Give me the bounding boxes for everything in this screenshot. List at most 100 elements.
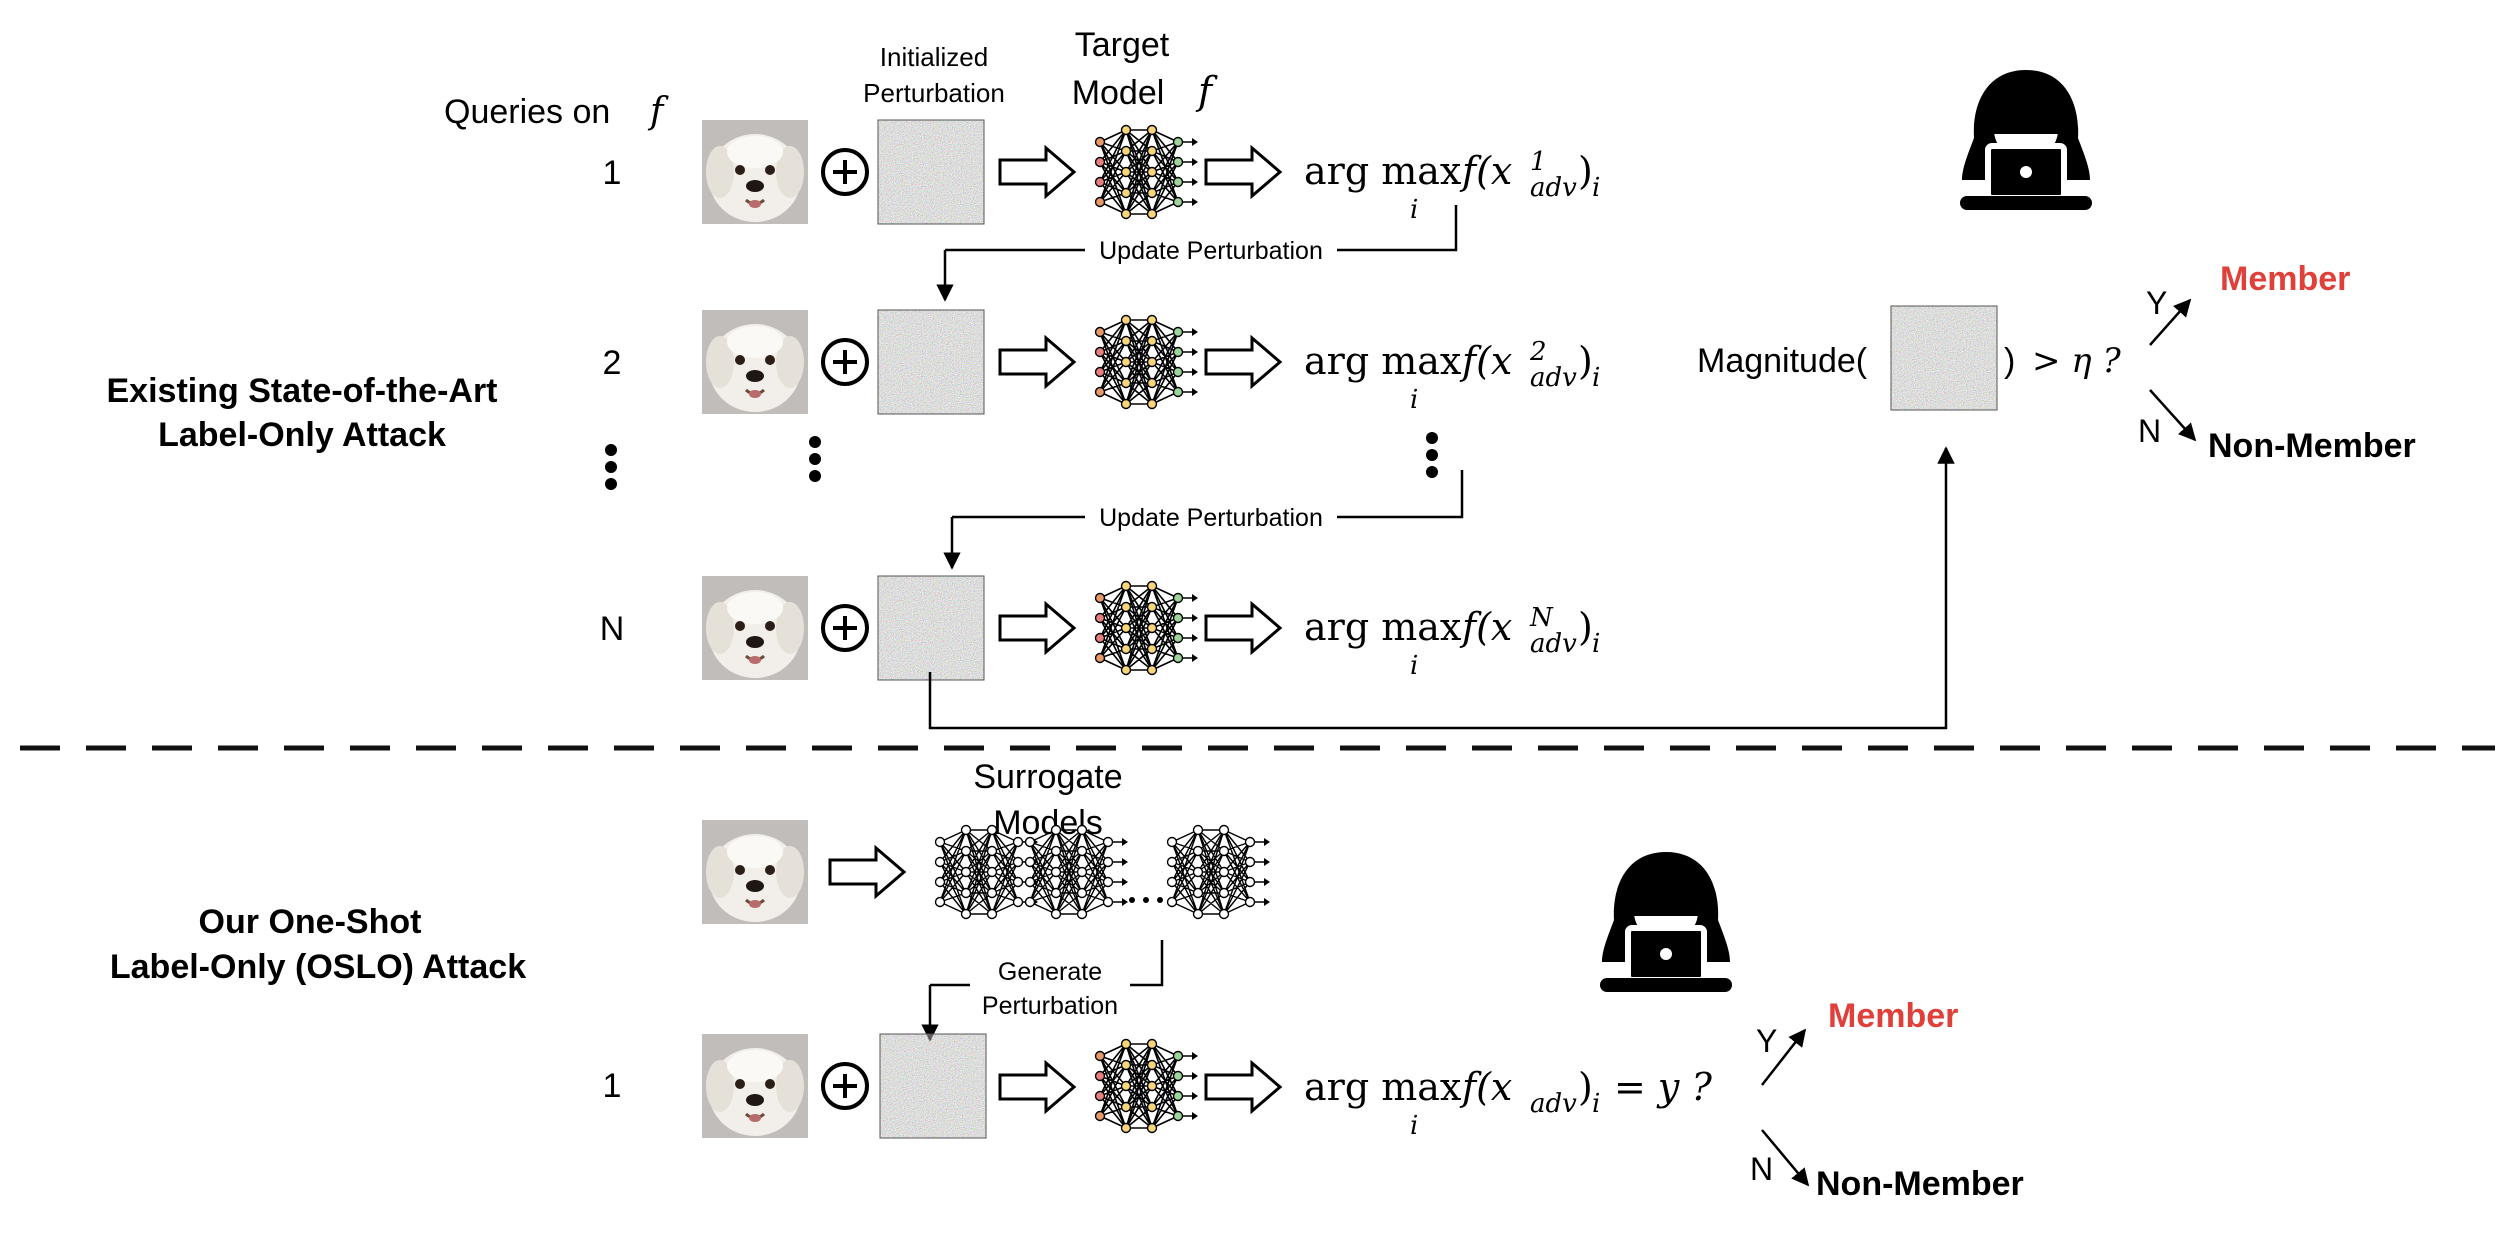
row-index: 2	[603, 344, 622, 382]
bottom-member-label: Member	[1828, 997, 1958, 1035]
top-yes-label: Y	[2146, 285, 2167, 321]
queries-symbol: f	[647, 91, 669, 132]
formula-superscript: 1	[1530, 147, 1547, 177]
hollow-arrow-icon	[1204, 336, 1282, 388]
neural-network-icon	[1166, 824, 1271, 920]
target-model-symbol: f	[1195, 69, 1218, 113]
f-open: f(x	[1459, 149, 1512, 193]
generate-line2: Perturbation	[982, 992, 1118, 1020]
plus-circle-icon	[821, 148, 869, 196]
dog-photo-icon	[700, 574, 810, 682]
bottom-yes-label: Y	[1756, 1023, 1777, 1059]
init-perturbation-line1: Initialized	[880, 42, 988, 72]
argmax-text: arg max	[1304, 1065, 1461, 1109]
top-title-line1: Existing State-of-the-Art	[107, 372, 498, 410]
target-model-line1: Target	[1075, 26, 1170, 64]
row-index: 1	[603, 154, 622, 192]
formula-superscript: 2	[1529, 337, 1547, 367]
argmax-sub: i	[1410, 1111, 1418, 1141]
top-section: Existing State-of-the-Art Label-Only Att…	[107, 26, 2416, 730]
hollow-arrow-icon	[1204, 602, 1282, 654]
update-label-2: Update Perturbation	[1099, 504, 1323, 532]
f-open: f(x	[1459, 1065, 1512, 1109]
plus-circle-icon	[821, 604, 869, 652]
adv-sub: adv	[1530, 173, 1577, 203]
f-tail-i: i	[1592, 363, 1600, 393]
adv-sub: adv	[1530, 1089, 1577, 1119]
plus-circle-icon	[821, 338, 869, 386]
hollow-arrow-icon	[828, 846, 906, 898]
bottom-query-row: 1 arg max i f(x adv ) i = y ?	[603, 1032, 1712, 1141]
bottom-decision: Y N Member Non-Member	[1750, 997, 2024, 1203]
f-open: f(x	[1459, 605, 1512, 649]
target-model-line2: Model	[1072, 74, 1165, 112]
generate-line1: Generate	[998, 958, 1102, 986]
update-connector-1: Update Perturbation	[936, 205, 1458, 302]
argmax-sub: i	[1410, 195, 1418, 225]
threshold-expr: > η ?	[2032, 341, 2121, 381]
f-close: )	[1578, 149, 1593, 193]
adv-sub: adv	[1530, 629, 1577, 659]
neural-network-icon	[1094, 1038, 1199, 1134]
neural-network-icon	[1094, 580, 1199, 676]
hollow-arrow-icon	[1204, 146, 1282, 198]
bottom-no-label: N	[1750, 1151, 1773, 1187]
init-perturbation-line2: Perturbation	[863, 78, 1005, 108]
adv-sub: adv	[1530, 363, 1577, 393]
magnitude-block: Magnitude( ) > η ?	[1697, 306, 2121, 410]
dog-photo-icon	[700, 818, 810, 926]
argmax-text: arg max	[1304, 339, 1461, 383]
noise-perturbation-icon	[878, 120, 984, 224]
dog-photo-icon	[700, 118, 810, 226]
formula-superscript: N	[1529, 603, 1554, 633]
hollow-arrow-icon	[998, 602, 1076, 654]
top-title-line2: Label-Only Attack	[158, 416, 446, 454]
bottom-title-line2: Label-Only (OSLO) Attack	[110, 948, 526, 986]
noise-perturbation-icon	[878, 576, 984, 680]
f-close: )	[1578, 605, 1593, 649]
magnitude-connector	[928, 446, 1955, 730]
f-close: )	[1578, 339, 1593, 383]
bottom-row-index: 1	[603, 1067, 622, 1105]
surrogate-models	[934, 824, 1271, 920]
row-index: N	[600, 610, 625, 648]
f-tail-i: i	[1592, 1089, 1600, 1119]
hacker-laptop-icon	[1960, 70, 2092, 210]
argmax-sub: i	[1410, 651, 1418, 681]
argmax-text: arg max	[1304, 149, 1461, 193]
hollow-arrow-icon	[998, 146, 1076, 198]
queries-label: Queries on	[444, 93, 610, 131]
argmax-sub: i	[1410, 385, 1418, 415]
f-tail-i: i	[1592, 173, 1600, 203]
hollow-arrow-icon	[998, 336, 1076, 388]
hacker-laptop-icon	[1600, 852, 1732, 992]
top-no-label: N	[2138, 413, 2161, 449]
bottom-section: Our One-Shot Label-Only (OSLO) Attack Su…	[110, 758, 2024, 1203]
dog-photo-icon	[700, 1032, 810, 1140]
bottom-title-line1: Our One-Shot	[199, 903, 422, 941]
bottom-formula: arg max i f(x adv ) i = y ?	[1304, 1065, 1712, 1141]
update-connector-2: Update Perturbation	[943, 470, 1464, 570]
noise-perturbation-icon	[1891, 306, 1997, 410]
plus-circle-icon	[821, 1062, 869, 1110]
noise-perturbation-icon	[878, 310, 984, 414]
condition-tail: = y ?	[1614, 1065, 1712, 1109]
top-decision: Y N Member Non-Member	[2138, 260, 2416, 465]
generate-connector: Generate Perturbation	[921, 940, 1164, 1042]
dog-photo-icon	[700, 308, 810, 416]
top-non-member-label: Non-Member	[2208, 427, 2416, 465]
magnitude-label: Magnitude(	[1697, 342, 1868, 380]
f-close: )	[1578, 1065, 1593, 1109]
bottom-non-member-label: Non-Member	[1816, 1165, 2024, 1203]
f-open: f(x	[1459, 339, 1512, 383]
top-member-label: Member	[2220, 260, 2350, 298]
surrogate-line1: Surrogate	[973, 758, 1122, 796]
update-label-1: Update Perturbation	[1099, 237, 1323, 265]
